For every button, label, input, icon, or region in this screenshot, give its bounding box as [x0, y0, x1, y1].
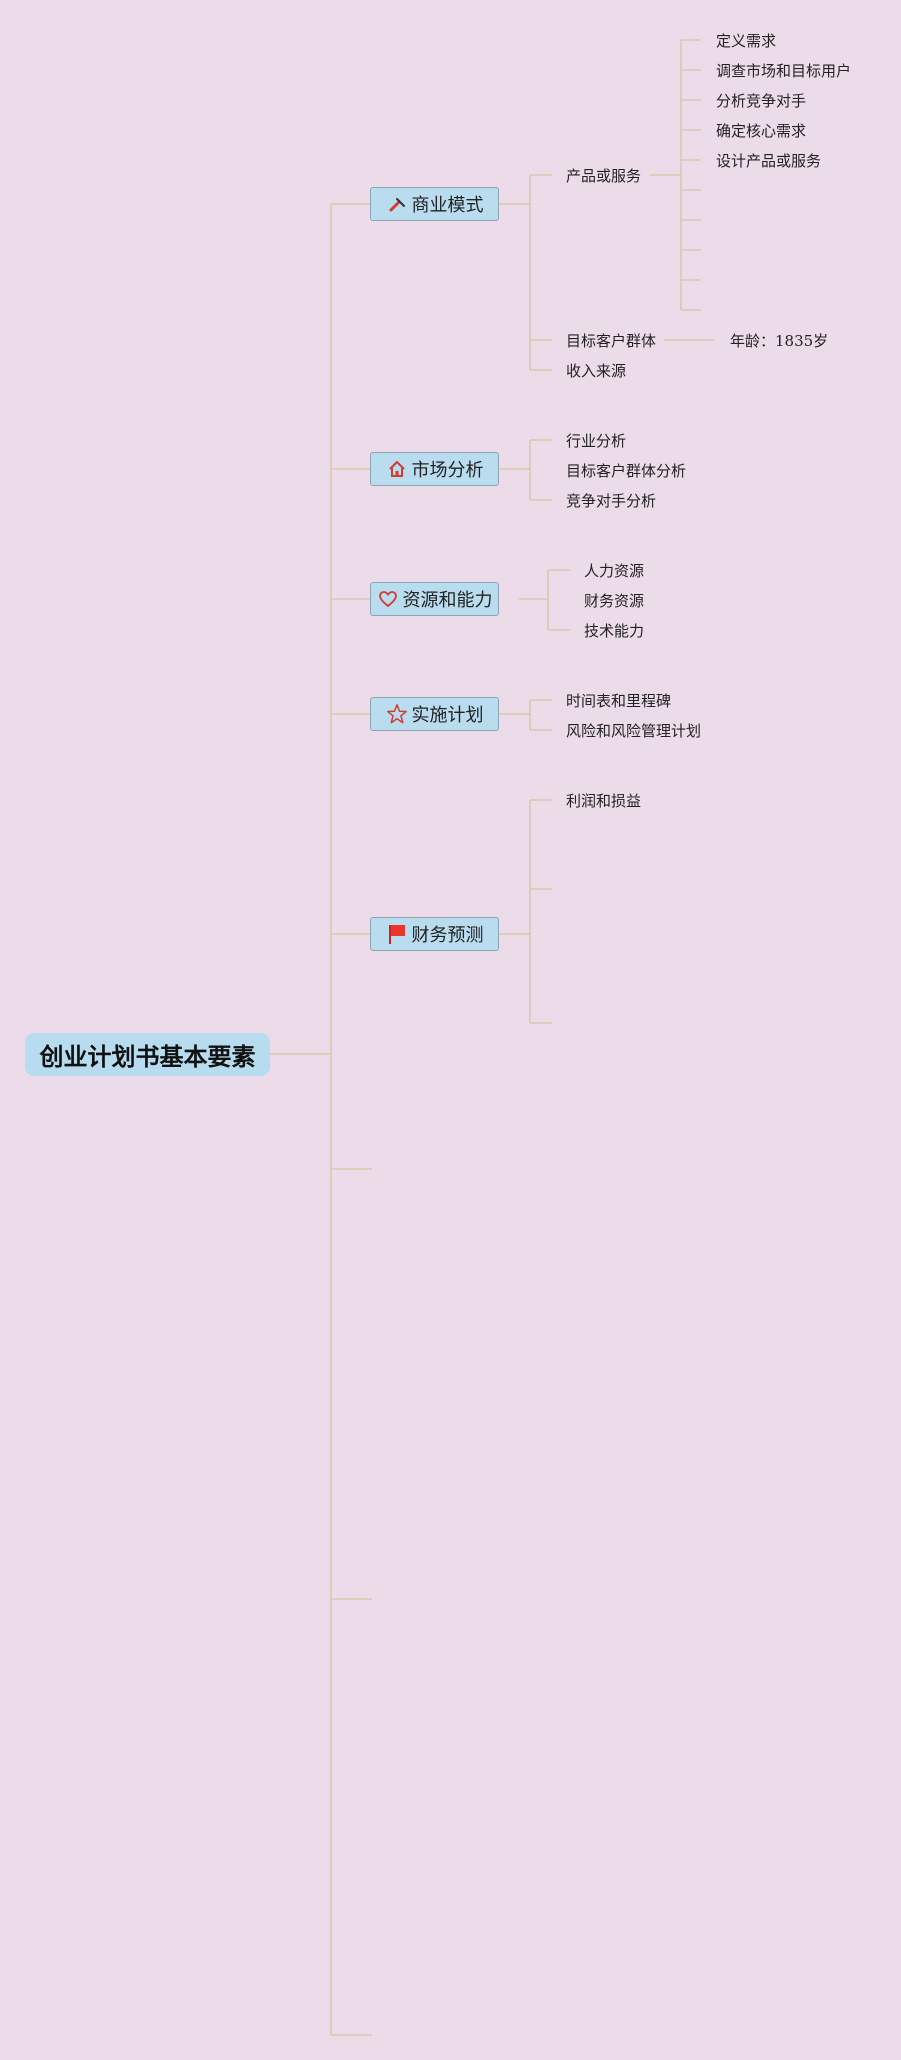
- subtopic-target-customers[interactable]: 目标客户群体: [566, 332, 657, 350]
- subtopic-target-customer-analysis[interactable]: 目标客户群体分析: [566, 462, 687, 480]
- wrench-icon: [386, 193, 408, 215]
- subtopic-product-or-service[interactable]: 产品或服务: [566, 167, 642, 185]
- subtopic-technical-capability[interactable]: 技术能力: [584, 622, 645, 640]
- leaf-design-product[interactable]: 设计产品或服务: [716, 152, 822, 170]
- topic-resources-capabilities[interactable]: 资源和能力: [370, 582, 499, 616]
- subtopic-competitor-analysis[interactable]: 竞争对手分析: [566, 492, 657, 510]
- topic-implementation-plan[interactable]: 实施计划: [370, 697, 499, 731]
- topic-label: 资源和能力: [402, 590, 493, 611]
- house-icon: [386, 458, 408, 480]
- topic-financial-forecast[interactable]: 财务预测: [370, 917, 499, 951]
- flag-icon: [386, 923, 408, 945]
- star-icon: [386, 703, 408, 725]
- subtopic-industry-analysis[interactable]: 行业分析: [566, 432, 627, 450]
- subtopic-human-resources[interactable]: 人力资源: [584, 562, 645, 580]
- subtopic-revenue-sources[interactable]: 收入来源: [566, 362, 627, 380]
- leaf-core-needs[interactable]: 确定核心需求: [716, 122, 807, 140]
- topic-label: 财务预测: [411, 925, 484, 946]
- leaf-research-market[interactable]: 调查市场和目标用户: [716, 62, 852, 80]
- subtopic-risk-management[interactable]: 风险和风险管理计划: [566, 722, 702, 740]
- root-topic-label: 创业计划书基本要素: [39, 1043, 256, 1071]
- topic-market-analysis[interactable]: 市场分析: [370, 452, 499, 486]
- topic-label: 商业模式: [411, 195, 484, 216]
- topic-label: 实施计划: [411, 705, 484, 726]
- topic-business-model[interactable]: 商业模式: [370, 187, 499, 221]
- subtopic-profit-loss[interactable]: 利润和损益: [566, 792, 642, 810]
- root-topic[interactable]: 创业计划书基本要素: [25, 1033, 270, 1076]
- leaf-age-range[interactable]: 年龄：1835岁: [730, 332, 829, 350]
- subtopic-financial-resources[interactable]: 财务资源: [584, 592, 645, 610]
- subtopic-timeline-milestones[interactable]: 时间表和里程碑: [566, 692, 672, 710]
- topic-label: 市场分析: [411, 460, 484, 481]
- heart-icon: [377, 588, 399, 610]
- leaf-analyze-competitors[interactable]: 分析竞争对手: [716, 92, 807, 110]
- leaf-define-needs[interactable]: 定义需求: [716, 32, 777, 50]
